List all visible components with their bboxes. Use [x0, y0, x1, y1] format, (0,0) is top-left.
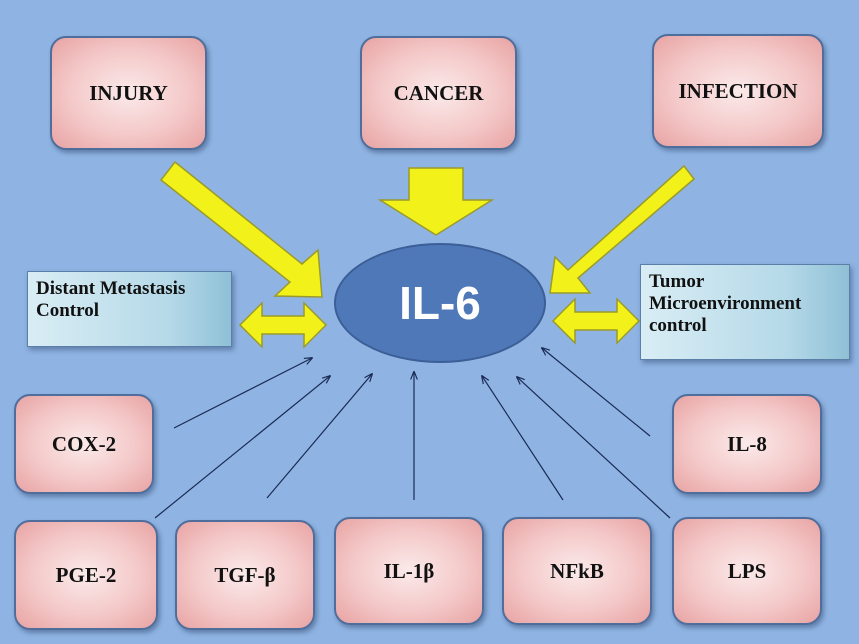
hub-label: IL-6	[399, 277, 481, 329]
link-il-8	[542, 348, 651, 437]
link-nfkb	[482, 376, 564, 501]
box-cox-2-label: COX-2	[51, 431, 117, 456]
box-pge-2-label: PGE-2	[55, 562, 117, 587]
box-cox-2: COX-2	[14, 394, 154, 494]
box-nfkb: NFkB	[502, 517, 652, 625]
link-pge-2	[154, 376, 330, 519]
panel-distant-metastasis-control: Distant Metastasis Control	[27, 271, 232, 347]
double-arrow-metastasis	[238, 301, 328, 349]
box-infection-label: INFECTION	[678, 78, 798, 103]
box-nfkb-label: NFkB	[550, 558, 604, 583]
box-il-8: IL-8	[672, 394, 822, 494]
box-cancer-label: CANCER	[393, 80, 484, 105]
box-infection: INFECTION	[652, 34, 824, 148]
panel-right-line-3: control	[649, 314, 707, 336]
double-arrow-microenvironment	[551, 297, 641, 345]
box-lps: LPS	[672, 517, 822, 625]
box-injury-label: INJURY	[89, 80, 168, 105]
box-il-1b: IL-1β	[334, 517, 484, 625]
panel-left-line-2: Control	[36, 299, 99, 321]
box-injury: INJURY	[50, 36, 207, 150]
box-tgf-b: TGF-β	[175, 520, 315, 630]
box-il-1b-label: IL-1β	[383, 558, 435, 583]
link-cox-2	[173, 358, 312, 429]
box-pge-2: PGE-2	[14, 520, 158, 630]
box-lps-label: LPS	[727, 558, 767, 583]
panel-tumor-microenvironment-control: Tumor Microenvironment control	[640, 264, 850, 360]
arrow-infection-to-hub	[549, 164, 696, 294]
box-cancer: CANCER	[360, 36, 517, 150]
arrow-injury-to-hub	[159, 160, 323, 298]
panel-right-line-1: Tumor	[649, 271, 705, 292]
box-il-8-label: IL-8	[727, 431, 767, 456]
box-tgf-b-label: TGF-β	[214, 562, 276, 587]
link-tgf-b	[266, 374, 372, 499]
arrow-cancer-to-hub	[377, 167, 495, 236]
panel-left-line-1: Distant Metastasis	[36, 278, 186, 299]
panel-right-line-2: Microenvironment	[649, 292, 802, 314]
link-lps	[517, 377, 671, 519]
hub-il-6: IL-6	[334, 243, 546, 363]
